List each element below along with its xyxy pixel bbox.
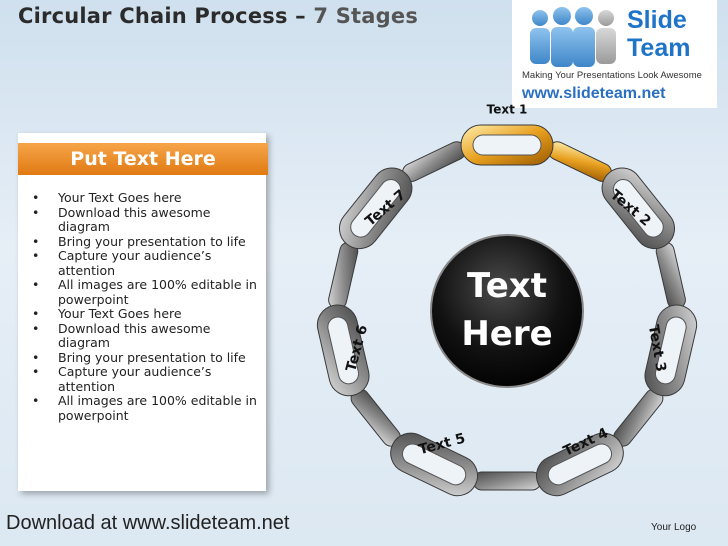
download-footer: Download at www.slideteam.net (6, 512, 290, 534)
center-circle: Text Here (430, 234, 584, 388)
bullet-list: • Your Text Goes here • Download this aweso… (32, 190, 262, 423)
bullet-dot: • (32, 190, 40, 205)
slideteam-logo: Slide Team Making Your Presentations Loo… (512, 0, 717, 108)
bullet-item: • Your Text Goes here (32, 190, 262, 206)
bullet-dot: • (32, 204, 40, 220)
bullet-text-line: Capture your audience’s (58, 364, 212, 379)
bullet-text-line: Capture your audience’s (58, 248, 212, 263)
bullet-text-line: Download this awesome (58, 320, 211, 336)
slide-title: Circular Chain Process – 7 Stages (18, 4, 418, 28)
bullet-text-line: Download this awesome (58, 204, 211, 220)
center-text-line2: Here (461, 314, 552, 354)
logo-tagline: Making Your Presentations Look Awesome (522, 70, 702, 81)
chain-connector-link (655, 241, 686, 310)
chain-stage-link-5 (390, 432, 479, 497)
chain-stage-link-2 (601, 167, 676, 250)
bullet-item: • Bring your presentation to life (32, 349, 262, 366)
chain-stage-link-4 (535, 432, 624, 497)
bullet-text-line: Bring your presentation to life (58, 233, 246, 249)
bullet-dot: • (32, 364, 40, 379)
bullet-dot: • (32, 233, 40, 249)
your-logo-placeholder: Your Logo (651, 522, 697, 533)
title-main: Circular Chain Process – (18, 4, 314, 28)
bullet-text-line: powerpoint (58, 291, 129, 307)
chain-connector-link (328, 241, 359, 310)
bullet-text-line: Bring your presentation to life (58, 349, 246, 365)
bullet-item: • Your Text Goes here (32, 306, 262, 322)
logo-brand-team: Team (627, 34, 691, 62)
title-sub: 7 Stages (313, 4, 419, 28)
bullet-dot: • (32, 320, 40, 336)
bullet-item: • Bring your presentation to life (32, 233, 262, 250)
bullet-text-line: diagram (58, 219, 110, 234)
center-disc (430, 234, 584, 388)
bullet-text-line: diagram (58, 335, 110, 350)
text-panel: Put Text Here • Your Text Goes here • Downl… (18, 133, 268, 491)
chain-connector-link (402, 141, 467, 182)
bullet-text-line: All images are 100% editable in (58, 393, 257, 408)
bullet-dot: • (32, 248, 40, 263)
chain-stage-link-3 (644, 304, 698, 397)
bullet-text-line: Your Text Goes here (58, 306, 182, 321)
bullet-text-line: powerpoint (58, 407, 129, 423)
people-icon (530, 7, 616, 67)
chain-stage-link-1 (460, 124, 554, 166)
logo-brand-slide: Slide (627, 6, 687, 34)
chain-connector-link (472, 471, 542, 491)
logo-url: www.slideteam.net (522, 85, 666, 102)
bullet-dot: • (32, 349, 40, 365)
panel-heading: Put Text Here (18, 143, 268, 175)
chain-connector-link (547, 141, 612, 182)
bullet-text-line: Your Text Goes here (58, 190, 182, 205)
bullet-dot: • (32, 393, 40, 408)
bullet-text-line: attention (58, 262, 116, 278)
bullet-dot: • (32, 306, 40, 321)
stage-label-1: Text 1 (487, 103, 528, 117)
chain-stage-link-7 (338, 167, 413, 250)
bullet-dot: • (32, 277, 40, 292)
center-text-line1: Text (467, 266, 547, 306)
bullet-text-line: attention (58, 378, 116, 394)
bullet-text-line: All images are 100% editable in (58, 277, 257, 292)
chain-stage-link-6 (316, 304, 370, 397)
